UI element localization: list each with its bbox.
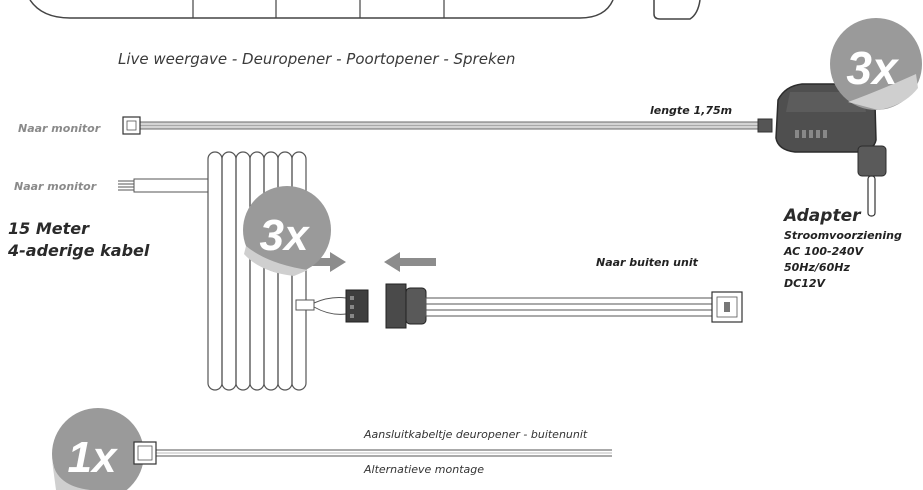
naar-buiten-unit-label: Naar buiten unit bbox=[596, 256, 698, 269]
lengte-label: lengte 1,75m bbox=[650, 104, 733, 117]
small-connector bbox=[133, 441, 157, 465]
cable-type-label: 4-aderige kabel bbox=[8, 241, 150, 260]
adapter-spec-1: Stroomvoorziening bbox=[784, 229, 902, 242]
svg-text:3x: 3x bbox=[846, 42, 900, 94]
adapter-spec-2: AC 100-240V bbox=[784, 245, 864, 258]
badge-small-cable-qty: 1x bbox=[52, 408, 144, 490]
badge-cable-qty: 3x bbox=[243, 186, 331, 276]
adapter-spec-3: 50Hz/60Hz bbox=[784, 261, 850, 274]
caption: Live weergave - Deuropener - Poortopener… bbox=[118, 50, 516, 68]
svg-text:3x: 3x bbox=[260, 211, 310, 260]
naar-monitor-label-2: Naar monitor bbox=[14, 180, 97, 193]
cable-length-label: 15 Meter bbox=[8, 219, 89, 238]
badge-adapter-qty: 3x bbox=[830, 18, 922, 110]
svg-text:1x: 1x bbox=[68, 433, 118, 482]
adapter-title: Adapter bbox=[784, 206, 861, 226]
naar-monitor-label-1: Naar monitor bbox=[18, 122, 101, 135]
alternatieve-montage-label: Alternatieve montage bbox=[364, 463, 485, 476]
aansluitkabeltje-label: Aansluitkabeltje deuropener - buitenunit bbox=[364, 428, 588, 441]
adapter-spec-4: DC12V bbox=[784, 277, 826, 290]
